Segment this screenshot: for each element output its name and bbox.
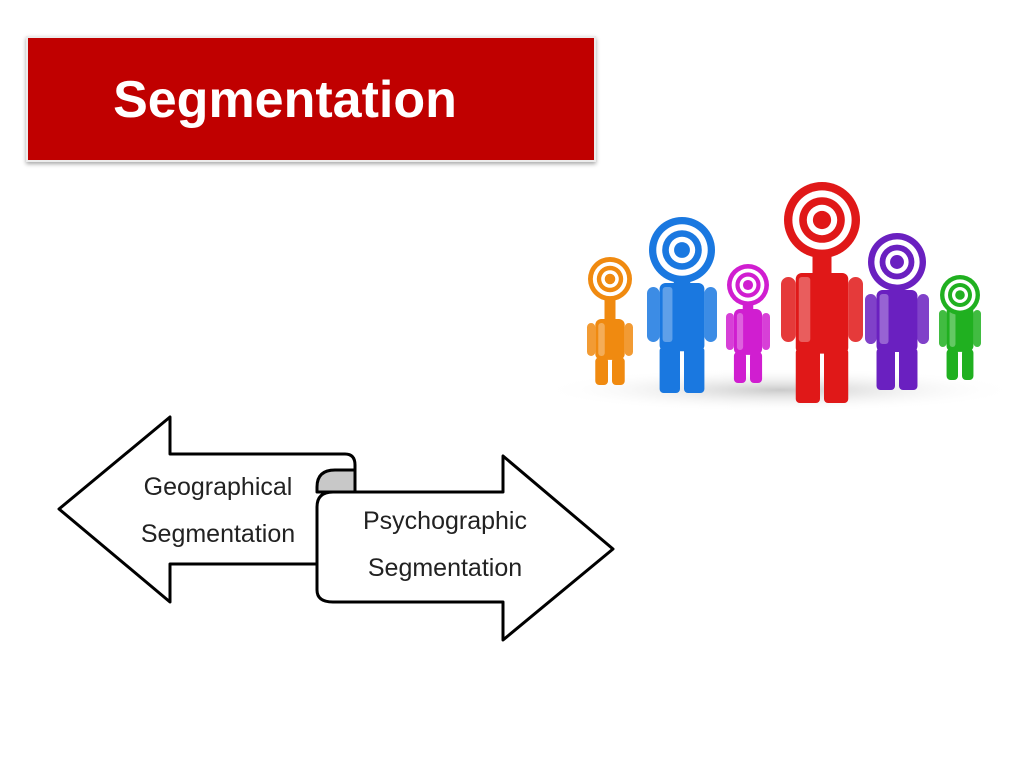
psychographic-label: Psychographic Segmentation [345,498,545,592]
red-figure [781,182,863,403]
segmentation-arrows-diagram [57,415,615,642]
geographical-line1: Geographical [143,473,293,501]
blue-figure [647,217,717,393]
title-banner [26,36,596,162]
scroll-curl [315,468,357,494]
psychographic-line2: Segmentation [367,554,523,582]
psychographic-line1: Psychographic [363,507,527,535]
purple-figure [865,233,929,390]
magenta-figure [726,264,770,383]
geographical-arrow [57,415,357,604]
orange-figure [587,257,633,385]
target-people-illustration [540,182,1010,412]
floor-shadow [540,368,1010,412]
slide-title: Segmentation [113,71,457,129]
geographical-label: Geographical Segmentation [118,464,318,558]
psychographic-arrow [315,454,615,642]
green-figure [939,275,981,380]
geographical-line2: Segmentation [140,520,296,548]
